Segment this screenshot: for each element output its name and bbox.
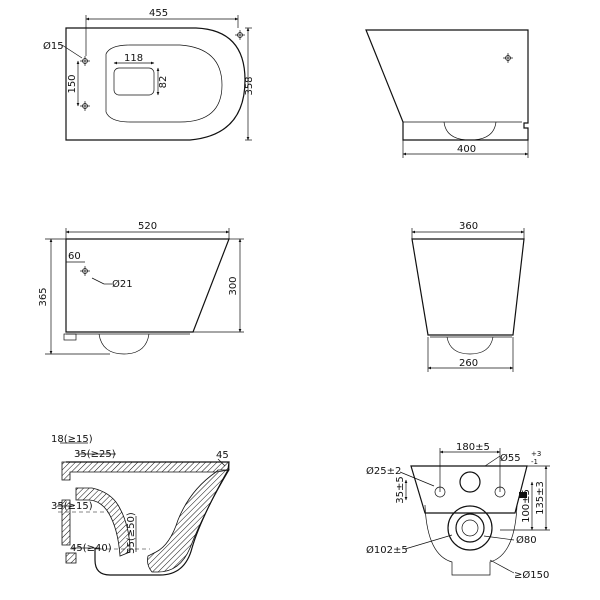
dim-height-365: 365 (38, 287, 49, 306)
rear-dim-135: 135±3 (535, 481, 546, 515)
dim-hole-spacing-150: 150 (67, 74, 78, 93)
rear-dim-center-hole-55: Ø55 (500, 452, 521, 464)
rear-dim-tol-bottom: -1 (531, 458, 538, 466)
dim-outlet-82: 82 (158, 76, 169, 89)
rear-dim-tol-top: +3 (531, 450, 541, 458)
side-view-rear: 400 (365, 29, 529, 158)
rear-dim-100: 100±5 (521, 489, 532, 523)
dim-hole-dia-21: Ø21 (112, 278, 133, 290)
section-dim-35-25: 35(≥25) (74, 449, 116, 460)
rear-dim-inner-80: Ø80 (516, 534, 537, 546)
section-dim-35-15: 35(≥15) (51, 501, 93, 512)
rear-dim-35: 35±5 (395, 476, 406, 503)
dim-height-300: 300 (228, 276, 239, 295)
dim-top-width-360: 360 (459, 221, 478, 232)
top-view: 455 358 Ø15 150 118 82 (43, 8, 255, 141)
section-dim-45-40: 45(≥40) (70, 543, 112, 554)
section-view: 18(≥15) 35(≥25) 35(≥15) 45(≥40) 55(≥50) … (51, 434, 230, 576)
dim-depth-358: 358 (244, 76, 255, 95)
rear-dim-outlet-102: Ø102±5 (366, 544, 408, 556)
rear-dim-side-hole-25: Ø25±2 (366, 465, 401, 477)
dim-base-400: 400 (457, 144, 476, 155)
section-dim-55-50: 55(≥50) (126, 512, 137, 554)
front-view: 360 260 (411, 221, 525, 372)
dim-hole-offset-60: 60 (68, 251, 81, 262)
rear-view: 180±5 Ø55 +3 -1 Ø25±2 35±5 100±5 135±3 Ø… (366, 442, 550, 581)
dim-bottom-width-260: 260 (459, 358, 478, 369)
dim-width-455: 455 (149, 8, 168, 19)
section-dim-45: 45 (216, 450, 229, 461)
section-dim-18: 18(≥15) (51, 434, 93, 445)
dim-hole-dia-15: Ø15 (43, 40, 64, 52)
side-view: 520 365 300 60 Ø21 (38, 221, 244, 355)
rear-dim-flange-150: ≥Ø150 (514, 569, 549, 581)
rear-dim-180: 180±5 (456, 442, 490, 453)
dim-length-520: 520 (138, 221, 157, 232)
dim-outlet-118: 118 (124, 53, 143, 64)
